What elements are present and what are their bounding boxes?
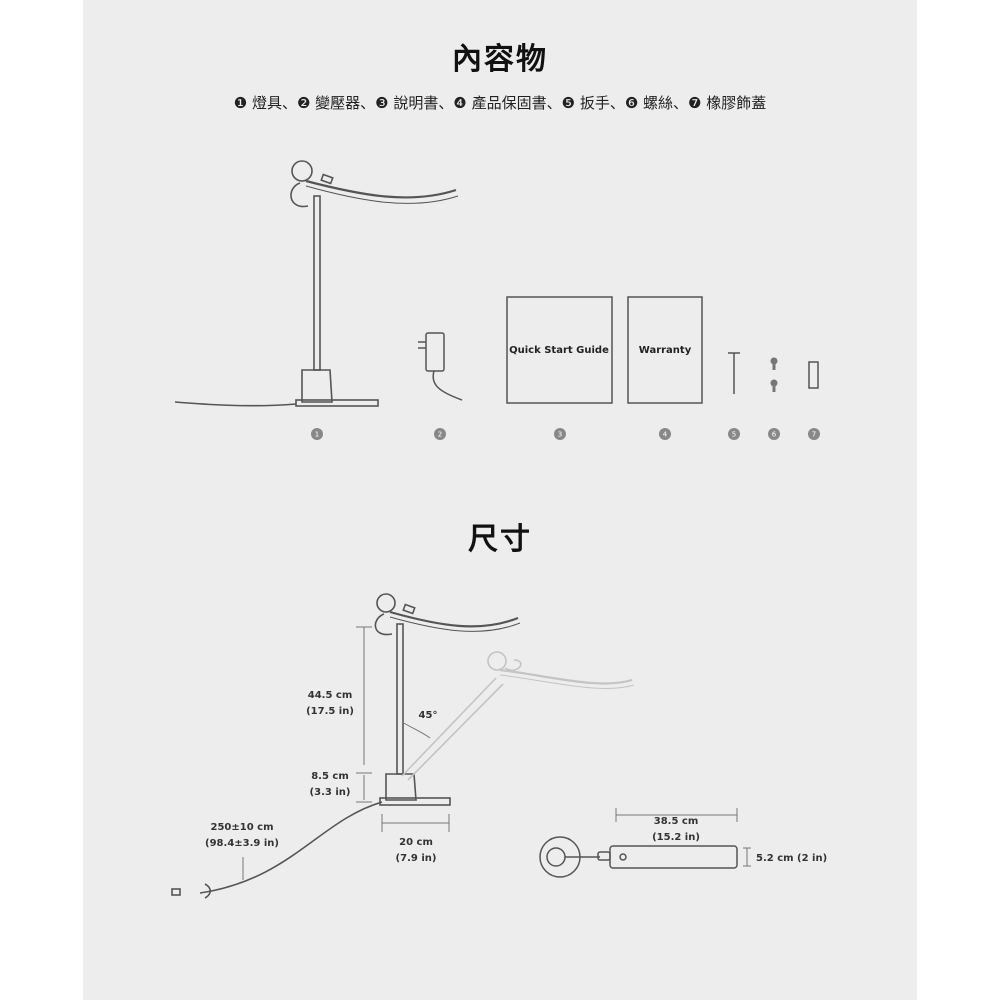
arm-width-label: 5.2 cm (2 in) [756, 853, 827, 864]
manual-label: Quick Start Guide [509, 345, 609, 356]
svg-text:6: 6 [772, 431, 777, 439]
badge-1: 1 [311, 428, 323, 440]
base-width-inch-label: (7.9 in) [396, 853, 437, 864]
base-width-label: 20 cm [399, 837, 433, 848]
dimension-lamp-illustration [171, 593, 521, 899]
arm-length-inch-label: (15.2 in) [652, 832, 700, 843]
svg-text:1: 1 [315, 431, 319, 439]
badge-4: 4 [659, 428, 671, 440]
content-panel [83, 0, 917, 1000]
svg-text:3: 3 [558, 431, 562, 439]
top-view-illustration [539, 836, 738, 878]
badge-2: 2 [434, 428, 446, 440]
rubber-cap-icon [808, 361, 819, 389]
lamp-illustration [174, 160, 459, 407]
screw-icon [770, 357, 778, 392]
manual-illustration: Quick Start Guide [506, 296, 613, 404]
svg-text:2: 2 [438, 431, 442, 439]
dimension-lines [242, 626, 751, 880]
arm-length-label: 38.5 cm [654, 816, 699, 827]
height-lower-label: 8.5 cm [311, 771, 349, 782]
height-upper-label: 44.5 cm [308, 690, 353, 701]
adapter-illustration [418, 332, 463, 401]
height-upper-inch-label: (17.5 in) [306, 706, 354, 717]
svg-text:4: 4 [663, 431, 668, 439]
warranty-label: Warranty [639, 345, 692, 356]
angle-label: 45° [419, 710, 438, 721]
contents-item-list: ❶ 燈具、❷ 變壓器、❸ 說明書、❹ 產品保固書、❺ 扳手、❻ 螺絲、❼ 橡膠飾… [233, 94, 767, 112]
cable-length-label: 250±10 cm [211, 822, 274, 833]
badge-6: 6 [768, 428, 780, 440]
wrench-icon [728, 352, 740, 394]
item-number-badges: 1 2 3 4 5 6 7 [311, 428, 820, 440]
tilted-lamp-illustration [401, 651, 635, 781]
svg-text:7: 7 [812, 431, 816, 439]
svg-text:5: 5 [732, 431, 736, 439]
cable-length-inch-label: (98.4±3.9 in) [205, 838, 279, 849]
badge-3: 3 [554, 428, 566, 440]
warranty-illustration: Warranty [627, 296, 703, 404]
height-lower-inch-label: (3.3 in) [310, 787, 351, 798]
badge-5: 5 [728, 428, 740, 440]
dimensions-title: 尺寸 [468, 522, 532, 557]
contents-title: 內容物 [452, 42, 548, 77]
badge-7: 7 [808, 428, 820, 440]
dimension-labels: 44.5 cm (17.5 in) 45° 8.5 cm (3.3 in) 25… [205, 690, 827, 864]
